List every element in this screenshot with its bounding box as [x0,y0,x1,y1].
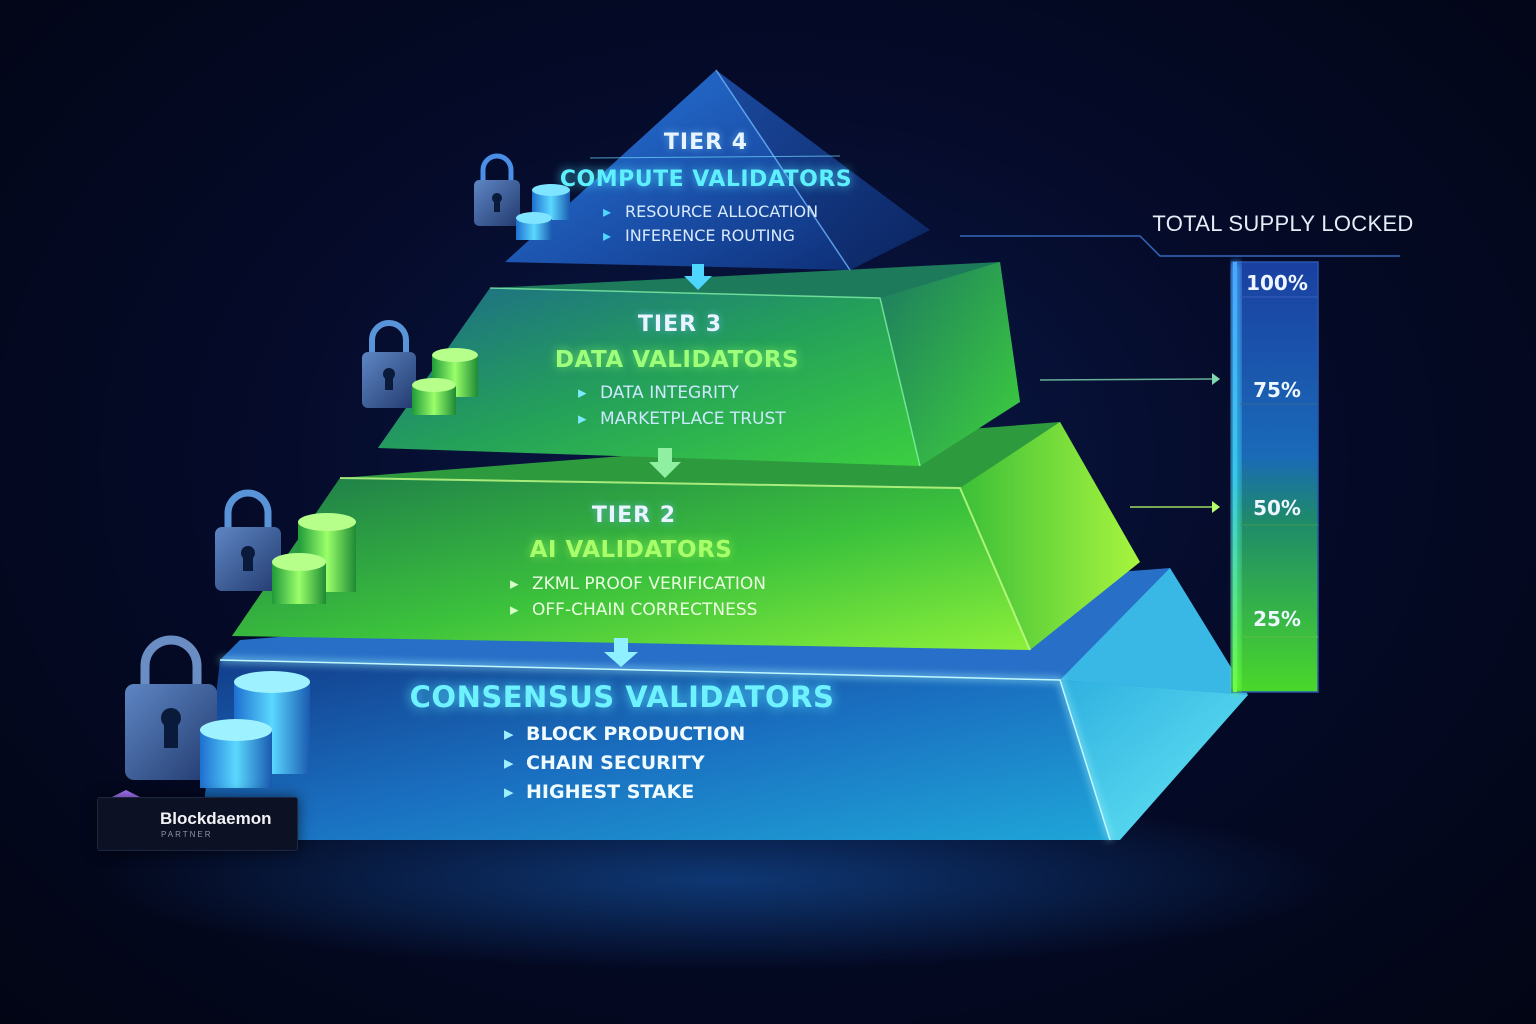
supply-meter-bar [1231,261,1319,693]
tier-1-title: CONSENSUS VALIDATORS [409,680,835,714]
tier-3-title: DATA VALIDATORS [554,347,800,373]
padlock-icon [474,153,520,226]
tier-1-bullets: BLOCK PRODUCTION CHAIN SECURITY HIGHEST … [504,725,745,812]
coin-stack-icon [516,184,570,240]
tier-2-title: AI VALIDATORS [529,537,733,563]
down-arrow-icon [684,264,712,290]
badge-name: Blockdaemon [160,809,272,828]
leader-line [1130,501,1220,513]
leader-line [1039,373,1220,385]
coin-stack-icon [412,348,478,415]
bullet-item: INFERENCE ROUTING [603,228,818,245]
down-arrow-icon [649,448,681,478]
bullet-item: BLOCK PRODUCTION [504,725,745,745]
partner-badge: Blockdaemon PARTNER [97,797,298,851]
meter-level-label: 50% [1253,496,1301,520]
padlock-icon [215,489,281,591]
tier-2-bullets: ZKML PROOF VERIFICATION OFF-CHAIN CORREC… [510,576,766,628]
bullet-item: DATA INTEGRITY [578,385,786,403]
bullet-item: MARKETPLACE TRUST [578,411,786,429]
tier-4-label: TIER 4 [663,130,749,155]
supply-meter-title: TOTAL SUPPLY LOCKED [1152,211,1414,236]
tier-3-block [378,262,1020,467]
bullet-item: CHAIN SECURITY [504,754,745,774]
down-arrow-icon [604,638,638,667]
bullet-item: OFF-CHAIN CORRECTNESS [510,602,766,620]
padlock-icon [125,635,217,780]
leader-line [960,235,1400,257]
padlock-icon [362,320,416,408]
bullet-item: ZKML PROOF VERIFICATION [510,576,766,594]
coin-stack-icon [272,513,356,604]
meter-level-label: 100% [1246,271,1308,295]
meter-level-label: 75% [1253,378,1301,402]
tier-4-bullets: RESOURCE ALLOCATION INFERENCE ROUTING [603,204,818,252]
tier-3-label: TIER 3 [637,312,723,337]
bullet-item: RESOURCE ALLOCATION [603,204,818,221]
bullet-item: HIGHEST STAKE [504,783,745,803]
badge-subtitle: PARTNER [161,830,213,839]
coin-stack-icon [200,671,310,788]
tier-2-block [232,422,1140,651]
meter-level-label: 25% [1253,607,1301,631]
tier-4-title: COMPUTE VALIDATORS [559,167,853,192]
tier-2-label: TIER 2 [591,503,677,528]
tier-3-bullets: DATA INTEGRITY MARKETPLACE TRUST [578,385,786,437]
